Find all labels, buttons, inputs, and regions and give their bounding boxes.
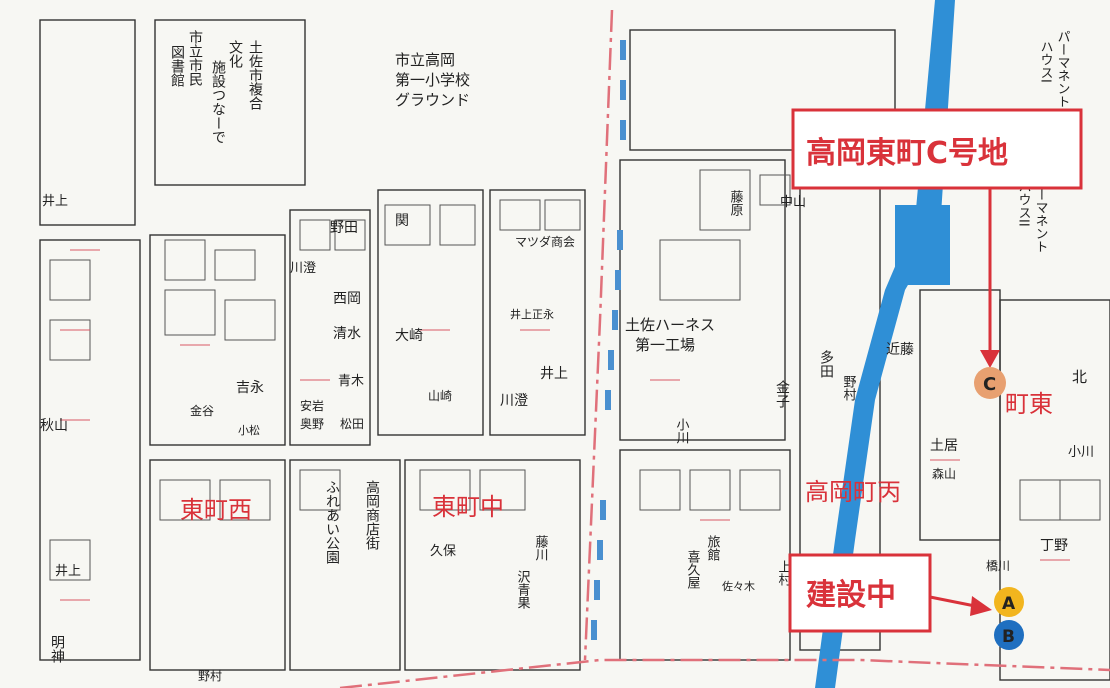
label-okunou: 奥野 [300,417,324,431]
label-kita: 北 [1072,368,1087,386]
pond [895,205,950,285]
district-machi-higashi: 町東 [1005,390,1053,418]
label-inoue-sw: 井上 [55,564,81,579]
label-fujihara: 藤原 [728,190,744,216]
label-kubo: 久保 [430,544,456,559]
label-inoue-kami: 井上正永 [510,307,554,321]
callout-under-construction-text: 建設中 [806,578,896,613]
marker-b-label: B [1002,627,1015,647]
callout-site-c-text: 高岡東町C号地 [806,136,1008,171]
district-labels: 東町西 東町中 高岡町丙 町東 [180,390,1053,524]
label-sasaki: 佐々木 [722,579,755,593]
label-shopping2: ふれあい公園 [324,480,340,564]
marker-a-label: A [1002,594,1016,614]
label-kondo: 近藤 [886,342,914,358]
label-shopping1: 高岡商店街 [364,479,380,550]
label-koiwa: 小松 [238,423,260,437]
label-kaneko: 金子 [774,380,790,408]
label-library2: 図書館 [169,45,185,87]
label-matsuda: 松田 [340,417,364,431]
label-meijin: 明神 [49,635,65,663]
boundary-lines [339,9,1110,688]
label-permanent1: パーマネント [1055,30,1071,108]
site-marker-b[interactable]: B [994,620,1024,650]
label-fujikawa2: 沢青果 [515,570,531,609]
label-kanaya: 金谷 [190,403,214,418]
label-mazda: マツダ商会 [515,234,575,249]
label-uemura: 上村 [776,560,792,586]
label-seki: 関 [395,213,409,229]
label-tono: 丁野 [1040,538,1068,554]
label-ogawa-mid: 小川 [674,418,690,444]
site-marker-c[interactable]: C [974,367,1006,399]
district-takaoka-hei: 高岡町丙 [805,478,901,506]
label-culture: 文化 [227,40,243,69]
label-akiyama: 秋山 [40,418,68,434]
callout-under-construction: 建設中 [788,553,992,633]
callout-site-c: 高岡東町C号地 [791,108,1083,368]
label-yamazaki: 山崎 [428,389,452,403]
label-school1: 市立高岡 [395,51,455,69]
label-library1: 市立市民 [187,29,203,87]
label-permanent2: パーマネント [1033,175,1049,253]
label-shimizu: 清水 [333,326,361,342]
label-tosa-complex: 土佐市複合 [247,40,263,110]
district-higashimachi-nishi: 東町西 [180,496,252,524]
label-oosaki: 大崎 [395,328,423,344]
label-ryokan1: 旅館 [705,535,721,561]
map-labels: 土佐市複合 文化 施設つなーで 市立市民 図書館 市立高岡 第一小学校 グラウン… [40,29,1094,683]
label-school2: 第一小学校 [395,71,470,89]
label-yoshinaga: 吉永 [236,380,264,396]
parcel-marks [60,249,1070,601]
label-noda: 野田 [330,220,358,236]
road-markings [591,40,626,640]
label-nishioka: 西岡 [333,291,361,307]
label-harness1: 土佐ハーネス [625,316,715,334]
district-higashimachi-naka: 東町中 [432,493,504,521]
site-marker-a[interactable]: A [994,587,1024,617]
label-nomura: 野村 [841,375,857,401]
label-tada: 多田 [818,349,834,378]
label-tsunagode: 施設つなーで [210,60,226,144]
label-yasuba: 安岩 [300,398,324,413]
label-fujikawa1: 藤川 [533,535,549,561]
label-inoue-nw: 井上 [42,194,68,209]
label-permanent1b: ハウスI [1038,40,1053,83]
label-permanent2b: ハウスII [1016,180,1031,227]
label-aoki: 青木 [338,374,364,389]
label-moriyama: 森山 [932,466,956,481]
city-blocks [39,19,1110,681]
label-hashikawa: 橋川 [986,559,1010,573]
marker-c-label: C [983,374,996,395]
label-school3: グラウンド [395,91,470,109]
label-ryokan2: 喜久屋 [685,550,701,590]
buildings [49,169,1101,581]
label-kawasumi2: 川澄 [500,393,528,409]
label-inoue-c: 井上 [540,366,568,382]
label-nomura-s: 野村 [198,669,222,683]
label-kawasumi: 川澄 [290,261,316,276]
label-nakayama: 中山 [780,195,806,210]
label-harness2: 第一工場 [635,336,695,354]
label-ogawa-e: 小川 [1068,445,1094,460]
label-doi: 土居 [930,438,958,454]
